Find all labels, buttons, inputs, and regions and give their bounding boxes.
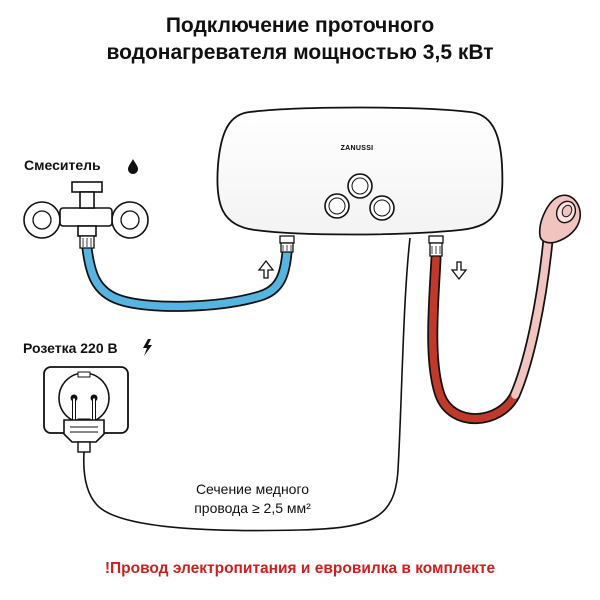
shower-head: [538, 194, 582, 244]
wall-socket: [43, 366, 129, 434]
lightning-icon: [143, 339, 152, 356]
diagram-title-line-2: водонагревателя мощностью 3,5 кВт: [106, 41, 494, 64]
euro-plug: [63, 397, 105, 453]
wire-gauge-label: Сечение медного провода ≥ 2,5 мм²: [160, 480, 345, 518]
cold-water-hose: [81, 242, 293, 312]
wire-gauge-line-2: провода ≥ 2,5 мм²: [194, 500, 311, 516]
water-drop-icon: [128, 159, 138, 174]
brand-logo: ZANUSSI: [341, 145, 374, 152]
package-note: !Провод электропитания и евровилка в ком…: [104, 560, 496, 577]
diagram-title-line-1: Подключение проточного: [165, 14, 435, 37]
socket-label: Розетка 220 В: [23, 340, 118, 356]
hot-water-hose: [427, 234, 554, 425]
mixer-label: Смеситель: [24, 157, 101, 173]
water-heater: ZANUSSI: [216, 106, 504, 236]
power-cable: [82, 237, 411, 532]
wire-gauge-line-1: Сечение медного: [195, 481, 310, 497]
inlet-fitting: [279, 235, 295, 253]
mixer-faucet: [23, 181, 149, 249]
arrow-down-icon: [450, 261, 468, 281]
arrow-up-icon: [257, 259, 275, 279]
outlet-fitting: [428, 235, 444, 257]
